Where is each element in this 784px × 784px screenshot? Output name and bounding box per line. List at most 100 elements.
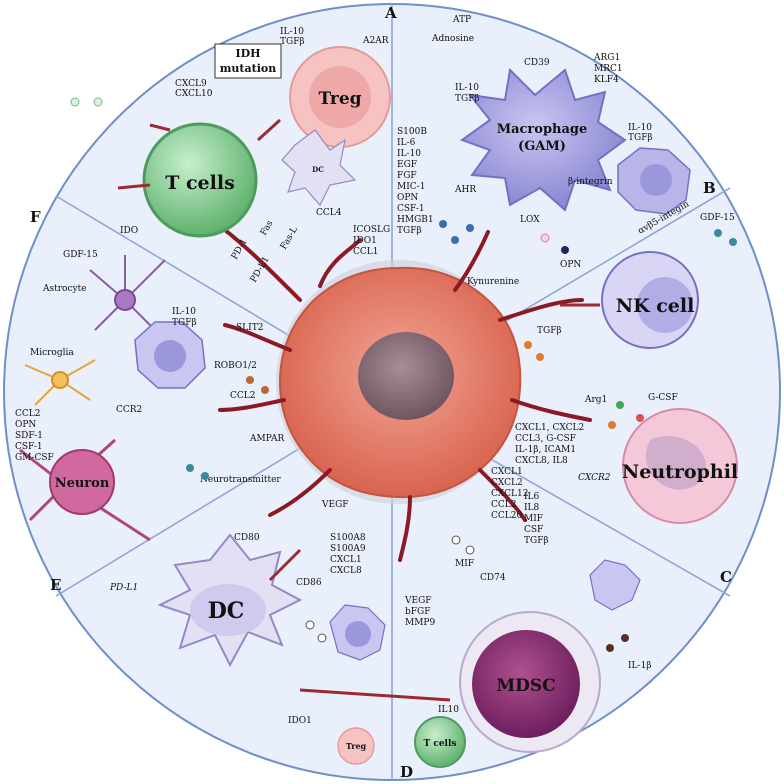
e-s100a9: S100A9 [330, 544, 366, 554]
blood-vessels [218, 228, 592, 562]
treg-small: Treg [337, 727, 375, 765]
b-s100b-9: TGFβ [397, 226, 422, 236]
c-arg1: Arg1 [584, 395, 607, 405]
treg-cell: Treg [289, 46, 391, 148]
b-tgfb: TGFβ [455, 94, 480, 104]
d-col2-4: TGFβ [524, 536, 549, 546]
glia-myeloid-cell [134, 321, 206, 389]
nk-cell: NK cell [601, 251, 699, 349]
f-ccl2: CCL2 [230, 391, 255, 401]
nk-cell-label: NK cell [616, 295, 695, 317]
b-s100b-4: FGF [397, 171, 417, 181]
d-mmp9: MMP9 [405, 618, 435, 628]
d-col2-3: CSF [524, 525, 543, 535]
a-ccl1: CCL1 [353, 247, 378, 257]
b-s100b-6: OPN [397, 193, 418, 203]
panel-c: C [720, 568, 732, 586]
tumor-cell [218, 228, 592, 562]
b-ahr: AHR [454, 185, 476, 195]
a-cd39: CD39 [524, 58, 550, 68]
panel-d: D [400, 763, 413, 781]
neuron-label: Neuron [55, 476, 110, 491]
f-ampar: AMPAR [249, 434, 284, 444]
d-il10: IL10 [438, 705, 459, 715]
b-opn: OPN [560, 260, 581, 270]
d-il1b: IL-1β [628, 661, 652, 671]
c-tgfb: TGFβ [537, 326, 562, 336]
b-s100b-7: CSF-1 [397, 204, 425, 214]
neuron-cell: Neuron [19, 438, 151, 542]
panel-e: E [50, 576, 61, 594]
d-mif: MIF [455, 559, 474, 569]
c-cxcl-0: CXCL1, CXCL2 [515, 423, 584, 433]
c-cxcr2: CXCR2 [578, 473, 611, 483]
myeloid-small-e-cell [329, 604, 386, 661]
dc-small-label: DC [312, 165, 324, 174]
f-ml-0: CCL2 [15, 409, 40, 419]
c-gdf15: GDF-15 [700, 213, 735, 223]
f-astrocyte: Astrocyte [42, 284, 87, 294]
b-kynurenine: Kynurenine [467, 277, 519, 287]
treg-small-label: Treg [346, 741, 367, 751]
dc-cell: DC [157, 533, 303, 668]
c-gcsf: G-CSF [648, 393, 678, 403]
e-s100a8: S100A8 [330, 533, 366, 543]
a-ido1: IDO1 [353, 236, 377, 246]
d-col1-0: CXCL1 [491, 467, 523, 477]
c-cxcl-1: CCL3, G-CSF [515, 434, 576, 444]
f-slit2: SLIT2 [236, 323, 263, 333]
t-cell-small: T cells [414, 716, 466, 768]
macrophage-label-2: (GAM) [518, 139, 566, 154]
c-cxcl-3: CXCL8, IL8 [515, 456, 568, 466]
b-klf4: KLF4 [594, 75, 619, 85]
b-mrc1: MRC1 [594, 64, 623, 74]
tumor-nucleus [358, 332, 454, 420]
b-lox: LOX [520, 215, 540, 225]
b-s100b-1: IL-6 [397, 138, 416, 148]
e-cxcl8: CXCL8 [330, 566, 362, 576]
b-s100b-2: IL-10 [397, 149, 421, 159]
neutrophil-label: Neutrophil [622, 461, 738, 483]
b-arg1: ARG1 [593, 53, 620, 63]
signal-dots [70, 97, 737, 652]
microglia-cell [24, 359, 96, 406]
mdsc-cell: MDSC [459, 611, 601, 753]
inhibition-lines [117, 118, 600, 702]
b-s100b-0: S100B [397, 127, 427, 137]
e-cd86: CD86 [296, 578, 322, 588]
b-s100b-3: EGF [397, 160, 417, 170]
c-cxcl-2: IL-1β, ICAM1 [515, 445, 576, 455]
e-pdl1: PD-L1 [109, 583, 138, 593]
a-ccl4: CCL4 [316, 208, 342, 218]
e-vegf: VEGF [321, 500, 349, 510]
t-cell-small-label: T cells [424, 739, 457, 749]
macrophage-cell: Macrophage (GAM) [459, 67, 627, 212]
b-s100b-8: HMGB1 [397, 215, 434, 225]
a-il10: IL-10 [280, 27, 304, 37]
a-cxcl10: CXCL10 [175, 89, 213, 99]
a-a2ar: A2AR [362, 36, 389, 46]
e-cd80: CD80 [234, 533, 260, 543]
mdsc-label: MDSC [496, 676, 555, 696]
d-col1-2: CXCL12 [491, 489, 528, 499]
d-col1-1: CXCL2 [491, 478, 523, 488]
b-il10: IL-10 [455, 83, 479, 93]
f-gdf15: GDF-15 [63, 250, 98, 260]
b-il10-r: IL-10 [628, 123, 652, 133]
f-microglia: Microglia [30, 348, 74, 358]
b-tgfb-r: TGFβ [628, 133, 653, 143]
a-adenosine: Adnosine [431, 34, 474, 44]
d-col1-4: CCL20 [491, 511, 522, 521]
a-cxcl9: CXCL9 [175, 79, 207, 89]
f-ido: IDO [120, 226, 138, 236]
idh-box [214, 43, 282, 79]
e-ido1: IDO1 [288, 716, 312, 726]
panel-a: A [384, 4, 397, 22]
d-cd74: CD74 [480, 573, 506, 583]
treg-label: Treg [318, 89, 361, 109]
dc-small-cell: DC [281, 129, 357, 207]
d-col2-1: IL8 [524, 503, 540, 513]
f-ccr2: CCR2 [116, 405, 142, 415]
